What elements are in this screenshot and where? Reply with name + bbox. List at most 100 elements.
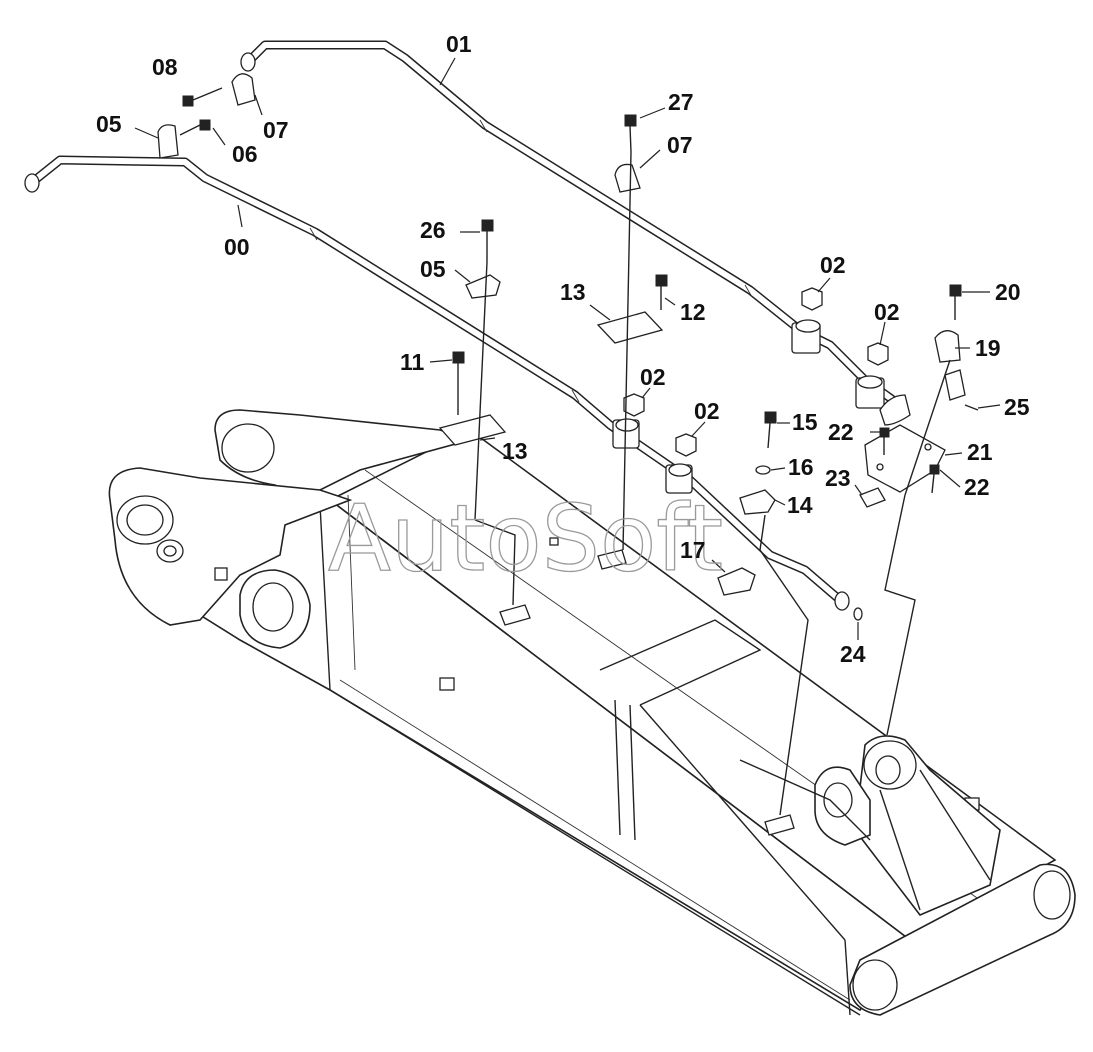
boom-section-line [319,504,331,691]
boss-inner [163,545,177,557]
callout-07: 07 [263,117,289,143]
callout-05-b: 05 [420,256,446,282]
boom-plate-edge [614,699,621,836]
washer-16 [755,465,771,475]
bolt-15-head [764,411,777,424]
bracket-rib [879,789,921,911]
bolt-22b-head [929,464,940,475]
boom-structure [108,409,1076,1016]
hardware [157,73,979,621]
elbow-fitting [879,394,911,426]
foot-bracket-rear [214,409,473,501]
pipe-00-end-fitting [24,173,40,193]
callout-06: 06 [232,141,258,167]
boom-bottom-weld [339,679,851,1001]
roller-end-hole [852,959,898,1011]
clamp-17 [717,567,756,596]
boom-bottom-edge [329,689,861,1016]
clamp-05 [157,124,179,159]
callout-21: 21 [967,439,993,465]
o-ring-25 [964,404,979,411]
boom-plate-diagonal [639,704,846,941]
callout-19: 19 [975,335,1001,361]
callout-13: 13 [560,279,586,305]
bolt-26-head [481,219,494,232]
clamp-seat [764,814,795,836]
callout-22: 22 [828,419,854,445]
small-block [439,677,455,691]
callout-15: 15 [792,409,818,435]
clamp-05-b [465,274,501,299]
callout-22-b: 22 [964,474,990,500]
callout-23: 23 [825,465,851,491]
bolt-06-shank [179,124,201,136]
boom-end-roller [849,863,1076,1016]
arm-pin-hole-lower [823,782,853,818]
plate-13-lower [438,414,507,446]
small-block [214,567,228,581]
pipe-19-segment [944,369,966,401]
pipe-00-outlet-fitting [834,591,850,611]
callout-07-b: 07 [667,132,693,158]
cylinder-boss-hole [252,582,294,632]
assembly-lines [457,151,951,816]
plug-02 [867,342,889,366]
callout-14: 14 [787,492,813,518]
plugs-02 [623,287,889,457]
roller-end-cap [1033,870,1071,920]
bolt-22b-shank [931,473,935,494]
boom-plate-joint [599,619,762,706]
arm-pin-hole-inner [875,755,901,785]
callout-25: 25 [1004,394,1030,420]
clamp-seat [597,549,627,570]
callout-00: 00 [224,234,250,260]
clamp-07-b [614,163,641,193]
callout-27: 27 [668,89,694,115]
pipe-01 [240,40,905,410]
clamp-seat [499,604,531,626]
callout-13-b: 13 [502,438,528,464]
foot-pin-hole-rear [221,423,275,473]
callout-12: 12 [680,299,706,325]
bolt-08-head [182,95,194,107]
bracket-rib [919,769,991,881]
callout-02-d: 02 [694,398,720,424]
bolt-15-shank [767,422,771,449]
callout-08: 08 [152,54,178,80]
small-block [549,537,559,546]
bolt-12-head [655,274,668,287]
clamp-07 [231,73,256,106]
callout-16: 16 [788,454,814,480]
plug-02 [675,433,697,457]
bolt-08-shank [192,87,223,101]
callout-11: 11 [400,349,425,375]
clamp-19 [934,330,961,363]
foot-pin-hole-inner [126,504,164,536]
callout-01: 01 [446,31,472,57]
boom-end-edge [844,939,851,1016]
callout-02-c: 02 [640,364,666,390]
bolt-27-shank [629,125,632,153]
callout-02-b: 02 [874,299,900,325]
callout-17: 17 [680,537,706,563]
bolt-06-head [199,119,211,131]
callout-labels: 01 08 07 05 06 00 27 07 26 05 13 12 02 0… [96,31,1030,667]
plate-13-upper [596,311,664,344]
callout-02: 02 [820,252,846,278]
bolt-11-head [452,351,465,364]
watermark: AutoSoft [328,485,723,592]
leader-lines [134,57,1001,640]
plug-02 [801,287,823,311]
callout-24: 24 [840,641,866,667]
boom-section-line [347,494,356,671]
bolt-27-head [624,114,637,127]
bracket-rib [739,759,871,841]
callout-05: 05 [96,111,122,137]
plug-02 [623,393,645,417]
pipe-00 [24,155,850,611]
clamp-14 [739,489,776,515]
boom-plate-edge [629,704,636,841]
bolt-20-head [949,284,962,297]
